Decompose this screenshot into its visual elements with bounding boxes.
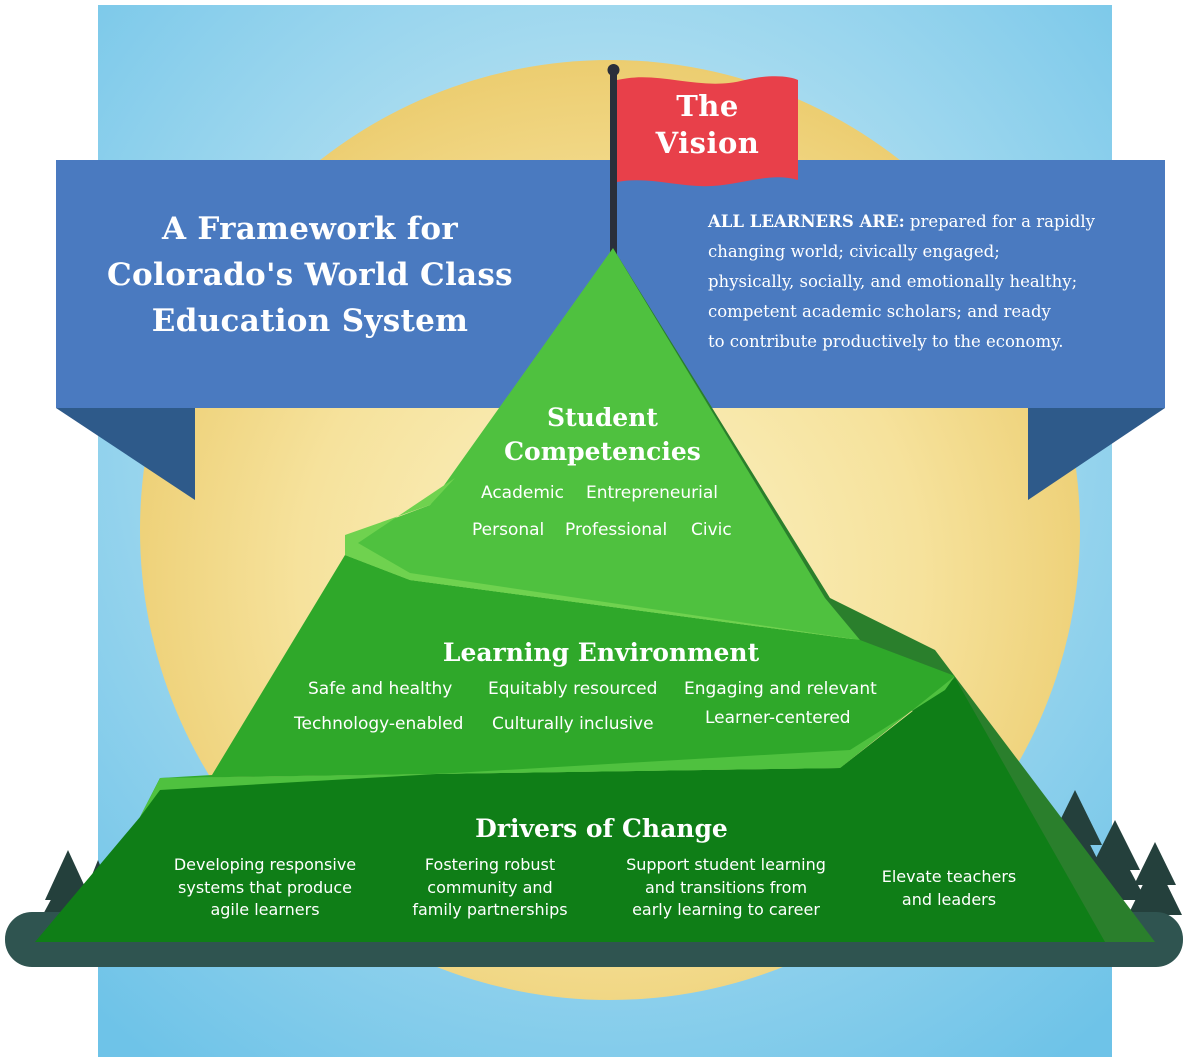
environment-item: Engaging and relevant	[684, 679, 877, 699]
vision-line-2: changing world; civically engaged;	[708, 242, 1000, 261]
tier-competencies	[345, 248, 860, 640]
vision-line-1: ALL LEARNERS ARE: prepared for a rapidly	[708, 207, 1168, 237]
vision-line-5: to contribute productively to the econom…	[708, 332, 1064, 351]
banner-fold-left	[56, 408, 195, 500]
competency-item: Professional	[565, 520, 668, 540]
competency-item: Entrepreneurial	[586, 483, 718, 503]
driver-item: Support student learning and transitions…	[610, 854, 842, 922]
vision-lead: ALL LEARNERS ARE:	[708, 212, 905, 231]
environment-item: Learner-centered	[705, 708, 851, 728]
environment-heading: Learning Environment	[442, 638, 760, 667]
driver-line: Fostering robust	[424, 855, 556, 874]
driver-item: Fostering robust community and family pa…	[400, 854, 580, 922]
competency-item: Personal	[472, 520, 545, 540]
driver-line: early learning to career	[632, 900, 820, 919]
vision-line-4: competent academic scholars; and ready	[708, 302, 1051, 321]
competency-item: Academic	[481, 483, 564, 503]
mountain-shadow	[613, 248, 1155, 942]
environment-item: Safe and healthy	[308, 679, 453, 699]
vision-line-1-text: prepared for a rapidly	[904, 212, 1095, 231]
environment-item: Technology-enabled	[294, 714, 464, 734]
driver-line: community and	[427, 877, 553, 897]
tier-environment	[160, 555, 955, 778]
banner-fold-right	[1028, 408, 1165, 500]
tier-drivers	[35, 678, 1105, 942]
driver-line: and leaders	[901, 889, 997, 909]
driver-item: Developing responsive systems that produ…	[160, 854, 370, 922]
flag-pole-top	[607, 64, 620, 76]
flag-label-line2: Vision	[655, 126, 760, 160]
flag-label-line1: The	[676, 89, 739, 123]
driver-line: agile learners	[210, 900, 320, 919]
title-line-1: A Framework for	[161, 211, 459, 247]
vision-statement: ALL LEARNERS ARE: prepared for a rapidly…	[708, 207, 1168, 357]
driver-line: systems that produce	[178, 877, 352, 897]
driver-line: family partnerships	[412, 900, 568, 919]
environment-item: Equitably resourced	[488, 679, 658, 699]
driver-line: Elevate teachers	[881, 867, 1017, 886]
title-line-3: Education System	[151, 303, 469, 339]
driver-line: Developing responsive	[173, 855, 357, 874]
competencies-heading: Student Competencies	[480, 401, 725, 469]
title-line-2: Colorado's World Class	[107, 257, 513, 293]
flag-pole	[610, 68, 617, 258]
flag	[617, 76, 798, 187]
vision-line-3: physically, socially, and emotionally he…	[708, 272, 1078, 291]
driver-line: and transitions from	[644, 877, 808, 897]
competencies-heading-line-1: Student	[547, 403, 658, 432]
drivers-heading: Drivers of Change	[475, 814, 728, 843]
driver-line: Support student learning	[626, 855, 826, 874]
framework-title: A Framework for Colorado's World Class E…	[70, 206, 550, 344]
driver-item: Elevate teachers and leaders	[868, 866, 1030, 911]
flag-label: The Vision	[640, 88, 775, 162]
competency-item: Civic	[691, 520, 732, 540]
environment-item: Culturally inclusive	[492, 714, 654, 734]
competencies-heading-line-2: Competencies	[504, 437, 701, 466]
